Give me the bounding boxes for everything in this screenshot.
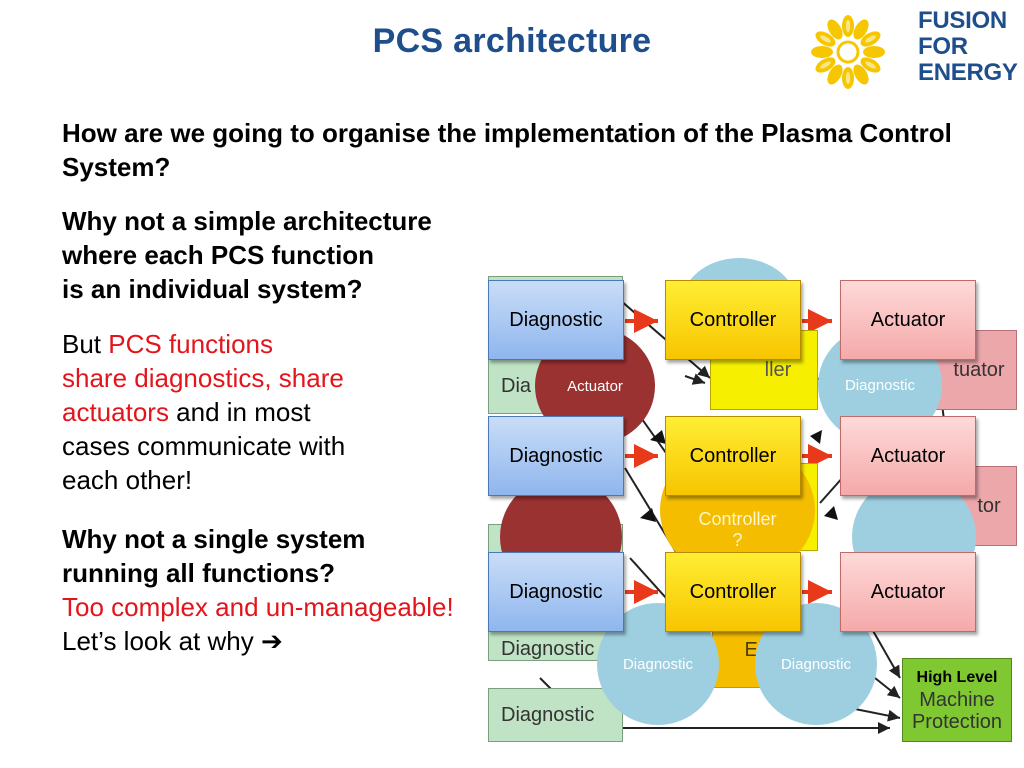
controller-box: Controller <box>665 416 801 496</box>
controller-box: Controller <box>665 280 801 360</box>
actuator-box: Actuator <box>840 552 976 632</box>
question-organise: How are we going to organise the impleme… <box>62 118 952 182</box>
lets-look-text: Let’s look at why <box>62 626 261 656</box>
paragraph-shared-functions: But PCS functions share diagnostics, sha… <box>62 327 345 497</box>
question-mark-label: ? <box>732 530 743 550</box>
diagnostic-box: Diagnostic <box>488 416 624 496</box>
page-title: PCS architecture <box>372 22 652 60</box>
communicate-text: cases communicate with <box>62 431 346 461</box>
controller-question-label: Controller <box>698 509 777 529</box>
too-complex-text: Too complex and un-manageable! <box>62 592 454 622</box>
bg-diagnostic-box: Diagnostic <box>488 688 623 742</box>
logo-text: FUSION FOR ENERGY <box>918 8 1018 86</box>
diagnostic-box: Diagnostic <box>488 280 624 360</box>
machine-protection-box: High Level Machine Protection <box>902 658 1012 742</box>
pcs-functions-text: PCS functions <box>108 329 273 359</box>
question-single-system: Why not a single system running all func… <box>62 522 454 658</box>
but-text: But <box>62 329 109 359</box>
diagnostic-box: Diagnostic <box>488 552 624 632</box>
in-most-text: and in most <box>168 397 311 427</box>
protection-label: Protection <box>911 711 1003 733</box>
actuator-box: Actuator <box>840 280 976 360</box>
architecture-diagram: Dia Diagnostic Diagnostic ller tuator to… <box>480 258 1024 768</box>
q3-line-2: running all functions? <box>62 558 335 588</box>
q2-line-2: where each PCS function <box>62 240 375 270</box>
actuators-text: actuators <box>62 397 169 427</box>
arrow-right-icon: ➔ <box>260 626 283 656</box>
machine-label: Machine <box>919 689 995 711</box>
logo-line-1: FUSION <box>918 7 1007 34</box>
high-level-label: High Level <box>916 669 998 686</box>
q3-line-1: Why not a single system <box>62 524 366 554</box>
controller-box: Controller <box>665 552 801 632</box>
each-other-text: each other! <box>62 465 193 495</box>
question-simple-architecture: Why not a simple architecture where each… <box>62 204 432 306</box>
logo-line-2: FOR <box>918 33 968 60</box>
fusion-for-energy-logo <box>811 15 885 89</box>
q2-line-3: is an individual system? <box>62 274 363 304</box>
logo-line-3: ENERGY <box>918 59 1018 86</box>
share-diagnostics-text: share diagnostics, share <box>62 363 344 393</box>
q2-line-1: Why not a simple architecture <box>62 206 432 236</box>
actuator-box: Actuator <box>840 416 976 496</box>
